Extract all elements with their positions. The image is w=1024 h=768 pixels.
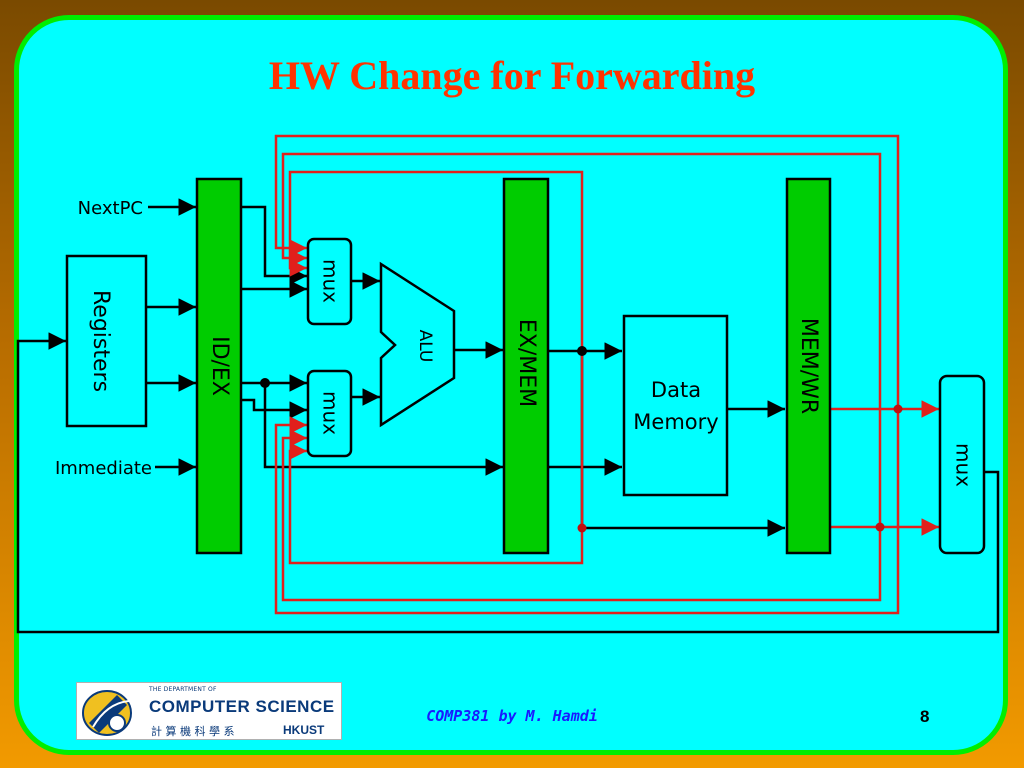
mux-top-label: mux [319, 259, 343, 303]
logo-school-text: HKUST [283, 723, 325, 737]
footer-text: COMP381 by M. Hamdi [426, 707, 598, 725]
id-ex-register [195, 177, 243, 555]
mux-bottom-label: mux [319, 391, 343, 435]
ex-mem-label: EX/MEM [514, 319, 539, 407]
mem-wr-register [785, 177, 832, 555]
data-memory-label-line1: Data [651, 378, 701, 402]
alu-unit [379, 261, 456, 428]
slide-title: HW Change for Forwarding [268, 53, 756, 98]
data-memory-label-line2: Memory [633, 410, 718, 434]
data-memory-block [622, 314, 729, 497]
registers-label: Registers [88, 290, 113, 392]
hkust-emblem-icon [82, 690, 132, 736]
alu-label: ALU [415, 330, 435, 363]
nextpc-label: NextPC [78, 198, 143, 219]
department-logo: THE DEPARTMENT OF COMPUTER SCIENCE 計 算 機… [76, 682, 342, 740]
mem-wr-label: MEM/WR [796, 318, 821, 414]
immediate-label: Immediate [55, 458, 152, 479]
id-ex-label: ID/EX [207, 336, 232, 396]
logo-name-text: COMPUTER SCIENCE [149, 697, 335, 716]
mux-bottom [306, 369, 353, 458]
mux-writeback-label: mux [952, 443, 976, 487]
mux-top [306, 237, 353, 326]
ex-mem-register [502, 177, 550, 555]
logo-chinese-text: 計 算 機 科 學 系 [151, 725, 235, 738]
registers-block [65, 254, 148, 428]
mux-writeback [938, 374, 986, 555]
logo-dept-text: THE DEPARTMENT OF [149, 686, 217, 693]
junction-dots [260, 346, 903, 533]
page-number: 8 [920, 707, 930, 726]
forwarding-paths [274, 134, 939, 615]
